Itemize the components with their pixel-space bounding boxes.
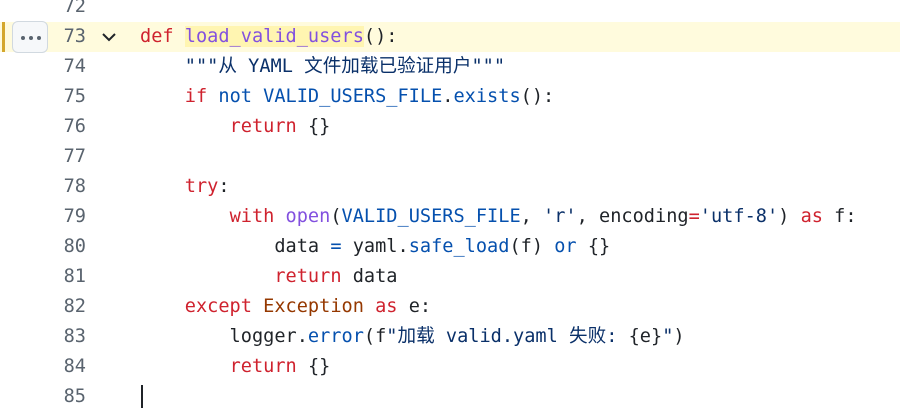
code-token xyxy=(140,56,185,77)
line-number[interactable]: 78 xyxy=(63,176,86,197)
line-number[interactable]: 84 xyxy=(63,356,86,377)
code-token: : xyxy=(218,176,230,197)
code-token: not VALID_USERS_FILE xyxy=(218,86,443,107)
code-line[interactable]: 85 xyxy=(0,382,900,412)
code-token: or xyxy=(554,236,588,257)
more-options-button[interactable] xyxy=(12,21,48,53)
code-token: {} xyxy=(307,356,331,377)
line-code: except Exception as e: xyxy=(140,292,431,322)
code-token: , xyxy=(520,206,544,227)
code-line[interactable]: 80 data = yaml.safe_load(f) or {} xyxy=(0,232,900,262)
code-line[interactable]: 74 """从 YAML 文件加载已验证用户""" xyxy=(0,52,900,82)
code-token xyxy=(140,206,230,227)
line-code: return {} xyxy=(140,352,331,382)
code-token: exists xyxy=(453,86,521,107)
line-code: data = yaml.safe_load(f) or {} xyxy=(140,232,610,262)
code-token: ) xyxy=(778,206,801,227)
code-token: except xyxy=(184,296,264,317)
code-token: = xyxy=(688,206,700,227)
code-token: " xyxy=(662,326,674,347)
code-token: yaml. xyxy=(352,236,409,257)
code-token: VALID_USERS_FILE xyxy=(341,206,521,227)
code-token: (): xyxy=(363,26,398,47)
code-line[interactable]: 82 except Exception as e: xyxy=(0,292,900,322)
line-code: return data xyxy=(140,262,398,292)
code-line[interactable]: 75 if not VALID_USERS_FILE.exists(): xyxy=(0,82,900,112)
text-cursor xyxy=(141,385,143,408)
code-line[interactable]: 83 logger.error(f"加载 valid.yaml 失败: {e}"… xyxy=(0,322,900,352)
line-code: return {} xyxy=(140,112,331,142)
code-line[interactable]: 77 xyxy=(0,142,900,172)
code-token: . xyxy=(442,86,454,107)
code-token: as xyxy=(375,296,409,317)
code-token: return xyxy=(274,266,353,287)
code-token: 'utf-8' xyxy=(699,206,779,227)
code-token: ( xyxy=(330,206,342,227)
code-token: e: xyxy=(408,296,432,317)
code-line[interactable]: 78 try: xyxy=(0,172,900,202)
code-token: ) xyxy=(673,326,685,347)
code-line[interactable]: 72 xyxy=(0,0,900,22)
code-token: safe_load xyxy=(408,236,510,257)
code-line[interactable]: 81 return data xyxy=(0,262,900,292)
code-token: data xyxy=(352,266,398,287)
code-token xyxy=(140,86,185,107)
code-token: return xyxy=(229,116,308,137)
code-line[interactable]: 76 return {} xyxy=(0,112,900,142)
code-line[interactable]: 84 return {} xyxy=(0,352,900,382)
code-token xyxy=(140,176,185,197)
line-number[interactable]: 75 xyxy=(63,86,86,107)
code-token xyxy=(140,296,185,317)
line-number[interactable]: 82 xyxy=(63,296,86,317)
code-line[interactable]: 73 def load_valid_users(): xyxy=(0,21,900,53)
code-token: load_valid_users xyxy=(184,26,364,47)
code-token: logger. xyxy=(140,326,308,347)
code-token: def xyxy=(140,26,185,47)
code-token: {} xyxy=(587,236,611,257)
code-token: return xyxy=(229,356,308,377)
line-number[interactable]: 76 xyxy=(63,116,86,137)
code-token: f: xyxy=(834,206,857,227)
code-token xyxy=(140,356,230,377)
code-token: {e} xyxy=(628,326,663,347)
line-number[interactable]: 74 xyxy=(63,56,86,77)
line-code: """从 YAML 文件加载已验证用户""" xyxy=(140,52,505,82)
code-line[interactable]: 79 with open(VALID_USERS_FILE, 'r', enco… xyxy=(0,202,900,232)
line-number[interactable]: 72 xyxy=(63,0,86,17)
code-token: (): xyxy=(520,86,555,107)
code-token xyxy=(140,266,274,287)
chevron-down-icon[interactable] xyxy=(100,22,118,52)
code-token xyxy=(140,116,230,137)
line-number[interactable]: 80 xyxy=(63,236,86,257)
code-token: 'r' xyxy=(543,206,577,227)
code-token: error xyxy=(307,326,364,347)
code-token: try xyxy=(184,176,219,197)
code-token: (f) xyxy=(509,236,555,257)
code-token: = xyxy=(330,236,353,257)
line-number[interactable]: 73 xyxy=(63,26,86,47)
line-code: try: xyxy=(140,172,230,202)
code-token: data xyxy=(140,236,331,257)
line-code: def load_valid_users(): xyxy=(140,22,398,52)
line-number[interactable]: 79 xyxy=(63,206,86,227)
line-number[interactable]: 81 xyxy=(63,266,86,287)
line-code: logger.error(f"加载 valid.yaml 失败: {e}") xyxy=(140,322,685,352)
code-token: "加载 valid.yaml 失败: xyxy=(386,326,629,347)
line-code: if not VALID_USERS_FILE.exists(): xyxy=(140,82,554,112)
line-number[interactable]: 77 xyxy=(63,146,86,167)
code-token: open xyxy=(285,206,331,227)
line-code: with open(VALID_USERS_FILE, 'r', encodin… xyxy=(140,202,857,232)
code-token: with xyxy=(229,206,286,227)
code-token: if xyxy=(184,86,219,107)
code-token: Exception xyxy=(263,296,376,317)
line-number[interactable]: 83 xyxy=(63,326,86,347)
code-token: , encoding xyxy=(576,206,689,227)
code-token: as xyxy=(800,206,835,227)
line-number[interactable]: 85 xyxy=(63,386,86,407)
code-token: (f xyxy=(363,326,387,347)
active-line-marker xyxy=(2,22,5,52)
code-token: """从 YAML 文件加载已验证用户""" xyxy=(184,56,506,77)
code-token: {} xyxy=(307,116,331,137)
